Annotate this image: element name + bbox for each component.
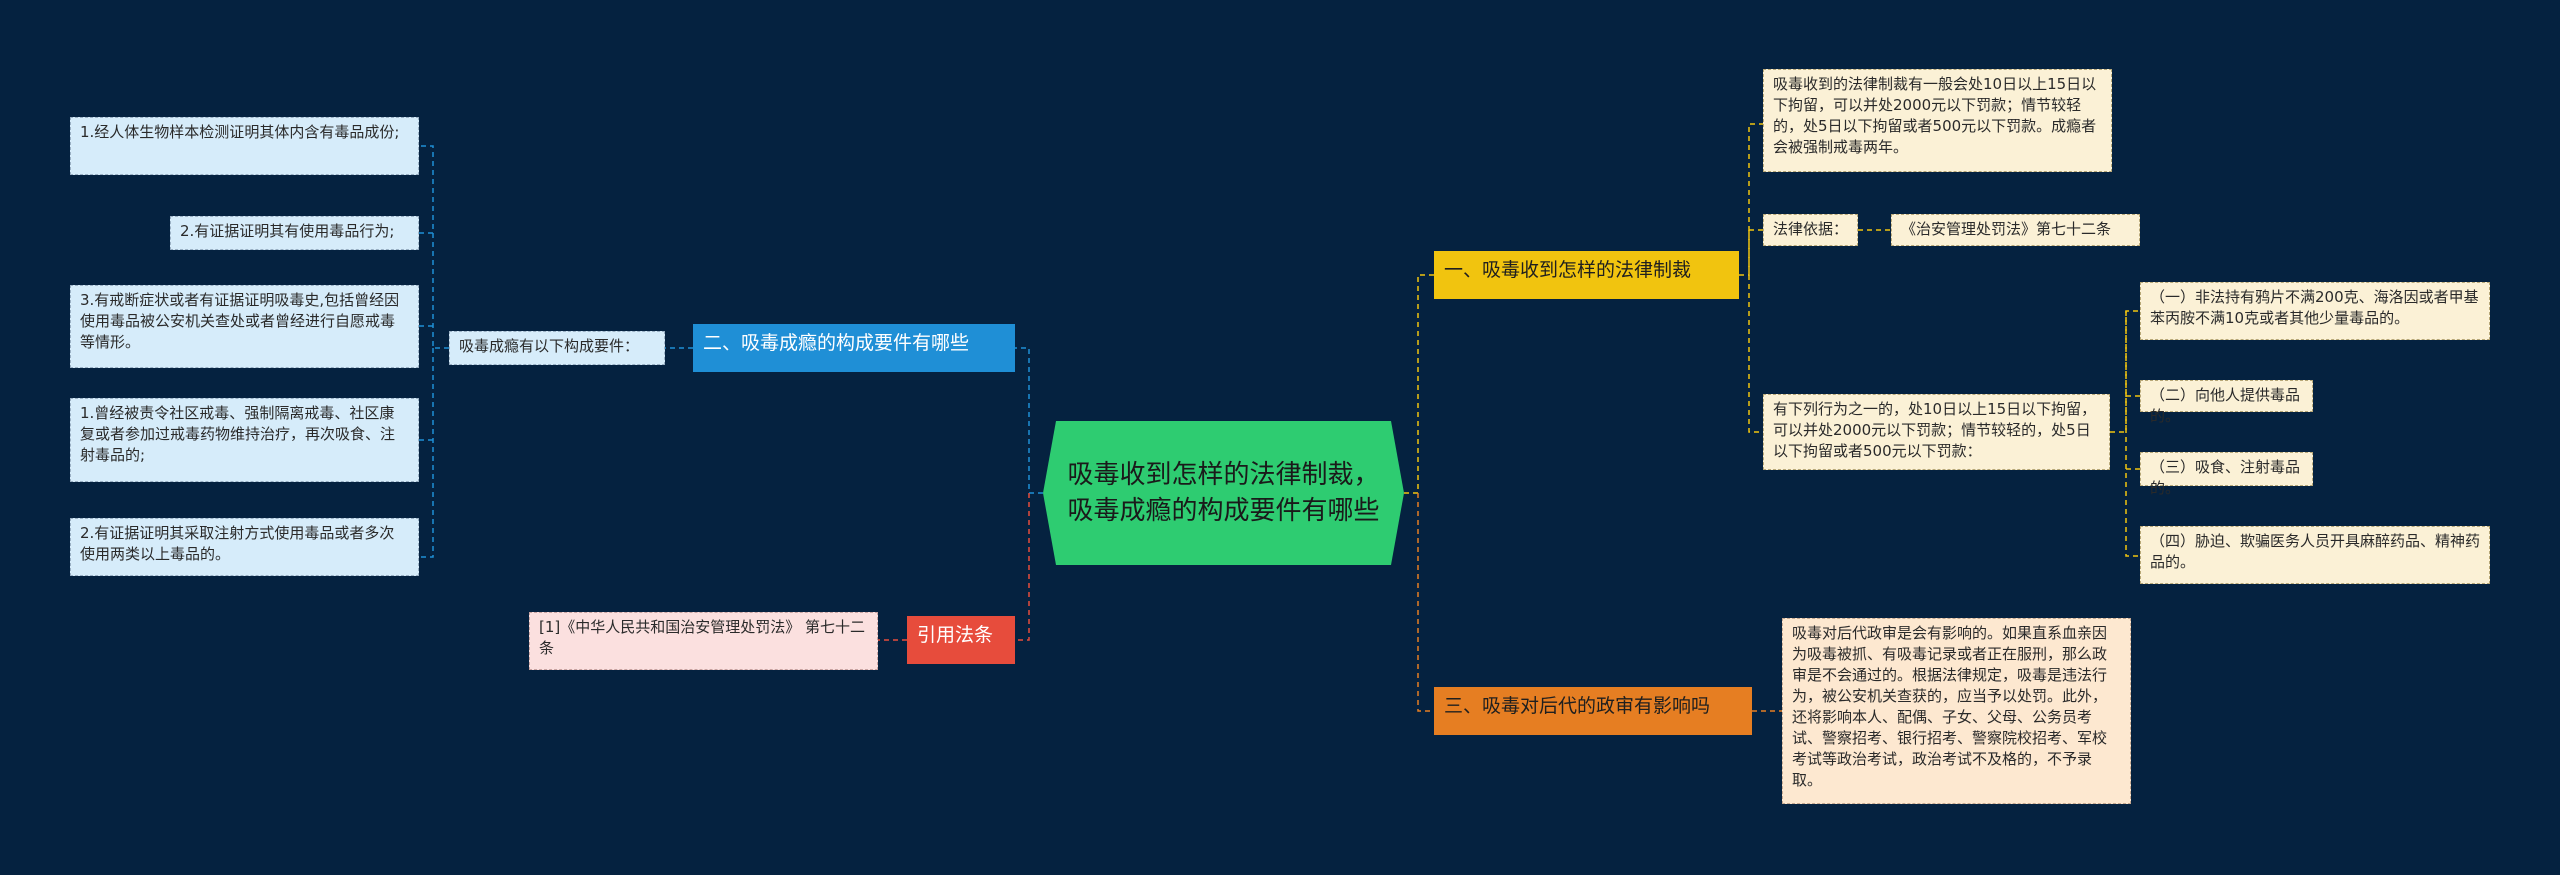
addiction-item-4[interactable]: 1.曾经被责令社区戒毒、强制隔离戒毒、社区康复或者参加过戒毒药物维持治疗，再次吸…: [70, 398, 419, 482]
political-review-text: 吸毒对后代政审是会有影响的。如果直系血亲因为吸毒被抓、有吸毒记录或者正在服刑，那…: [1792, 624, 2108, 789]
branch-addiction-elements[interactable]: 二、吸毒成瘾的构成要件有哪些: [693, 324, 1015, 372]
penalty-summary-text: 吸毒收到的法律制裁有一般会处10日以上15日以下拘留，可以并处2000元以下罚款…: [1773, 75, 2097, 156]
link-b1-article: [1748, 230, 1763, 433]
article-item-3[interactable]: （三）吸食、注射毒品的。: [2140, 452, 2313, 497]
link-b1-penalty: [1739, 123, 1763, 276]
link-connector-items-bottom: [419, 348, 434, 558]
addiction-connector-node[interactable]: 吸毒成瘾有以下构成要件：: [449, 331, 665, 365]
branch-legal-sanctions[interactable]: 一、吸毒收到怎样的法律制裁: [1434, 251, 1739, 299]
branch-addiction-elements-label: 二、吸毒成瘾的构成要件有哪些: [703, 332, 970, 354]
addiction-item-2[interactable]: 2.有证据证明其有使用毒品行为;: [170, 216, 419, 250]
link-root-b2: [1015, 347, 1043, 494]
addiction-item-5[interactable]: 2.有证据证明其采取注射方式使用毒品或者多次使用两类以上毒品的。: [70, 518, 419, 576]
addiction-item-5-text: 2.有证据证明其采取注射方式使用毒品或者多次使用两类以上毒品的。: [80, 524, 395, 563]
root-topic[interactable]: 吸毒收到怎样的法律制裁，吸毒成瘾的构成要件有哪些: [1043, 421, 1404, 565]
article-item-1-text: （一）非法持有鸦片不满200克、海洛因或者甲基苯丙胺不满10克或者其他少量毒品的…: [2150, 288, 2479, 327]
article-item-3-text: （三）吸食、注射毒品的。: [2150, 458, 2301, 497]
political-review-note[interactable]: 吸毒对后代政审是会有影响的。如果直系血亲因为吸毒被抓、有吸毒记录或者正在服刑，那…: [1782, 618, 2131, 804]
link-root-b4: [1015, 493, 1030, 641]
root-title: 吸毒收到怎样的法律制裁，吸毒成瘾的构成要件有哪些: [1067, 460, 1380, 526]
branch-cited-law[interactable]: 引用法条: [907, 616, 1015, 664]
addiction-item-1[interactable]: 1.经人体生物样本检测证明其体内含有毒品成份;: [70, 117, 419, 175]
branch-political-review-label: 三、吸毒对后代的政审有影响吗: [1444, 695, 1711, 717]
article-text-note[interactable]: 有下列行为之一的，处10日以上15日以下拘留，可以并处2000元以下罚款；情节较…: [1763, 394, 2110, 470]
link-root-b3: [1417, 493, 1434, 712]
article-item-1[interactable]: （一）非法持有鸦片不满200克、海洛因或者甲基苯丙胺不满10克或者其他少量毒品的…: [2140, 282, 2490, 340]
legal-basis-label: 法律依据：: [1773, 220, 1849, 238]
branch-political-review[interactable]: 三、吸毒对后代的政审有影响吗: [1434, 687, 1752, 735]
article-item-4[interactable]: （四）胁迫、欺骗医务人员开具麻醉药品、精神药品的。: [2140, 526, 2490, 584]
branch-cited-law-label: 引用法条: [917, 624, 994, 646]
cited-law-reference: [1]《中华人民共和国治安管理处罚法》 第七十二条: [539, 618, 866, 657]
article-item-2[interactable]: （二）向他人提供毒品的。: [2140, 380, 2313, 425]
legal-basis-label-node[interactable]: 法律依据：: [1763, 214, 1858, 246]
branch-legal-sanctions-label: 一、吸毒收到怎样的法律制裁: [1444, 259, 1692, 281]
article-text: 有下列行为之一的，处10日以上15日以下拘留，可以并处2000元以下罚款；情节较…: [1773, 400, 2097, 460]
article-item-2-text: （二）向他人提供毒品的。: [2150, 386, 2301, 425]
link-article-items-top: [2110, 310, 2140, 433]
legal-basis-reference: 《治安管理处罚法》第七十二条: [1901, 220, 2112, 238]
addiction-item-1-text: 1.经人体生物样本检测证明其体内含有毒品成份;: [80, 123, 400, 141]
penalty-summary-note[interactable]: 吸毒收到的法律制裁有一般会处10日以上15日以下拘留，可以并处2000元以下罚款…: [1763, 69, 2112, 172]
addiction-connector-label: 吸毒成瘾有以下构成要件：: [459, 337, 640, 355]
link-connector-items-top: [419, 145, 449, 349]
link-root-b1: [1404, 274, 1434, 494]
addiction-item-2-text: 2.有证据证明其有使用毒品行为;: [180, 222, 395, 240]
addiction-item-3-text: 3.有戒断症状或者有证据证明吸毒史,包括曾经因使用毒品被公安机关查处或者曾经进行…: [80, 291, 400, 351]
article-item-4-text: （四）胁迫、欺骗医务人员开具麻醉药品、精神药品的。: [2150, 532, 2481, 571]
addiction-item-3[interactable]: 3.有戒断症状或者有证据证明吸毒史,包括曾经因使用毒品被公安机关查处或者曾经进行…: [70, 285, 419, 368]
legal-basis-reference-node[interactable]: 《治安管理处罚法》第七十二条: [1891, 214, 2140, 246]
addiction-item-4-text: 1.曾经被责令社区戒毒、强制隔离戒毒、社区康复或者参加过戒毒药物维持治疗，再次吸…: [80, 404, 396, 464]
link-article-items-bottom: [2125, 311, 2140, 557]
cited-law-reference-node[interactable]: [1]《中华人民共和国治安管理处罚法》 第七十二条: [529, 612, 878, 670]
